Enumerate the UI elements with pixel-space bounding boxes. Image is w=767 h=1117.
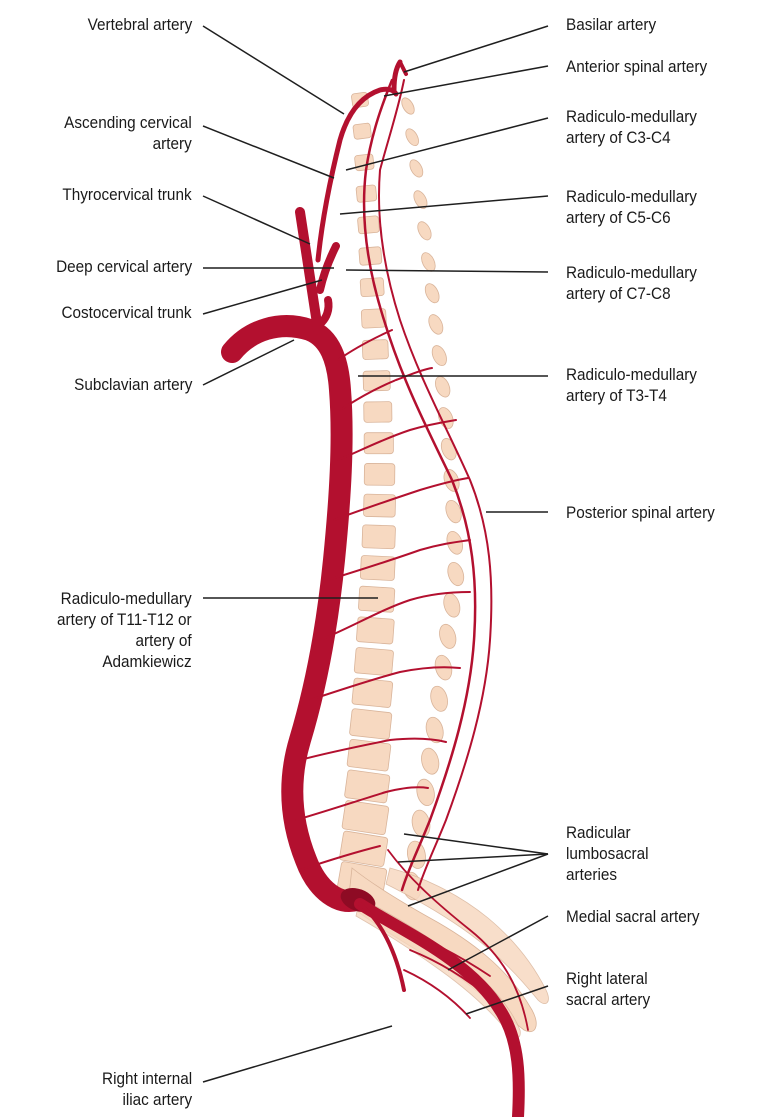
spinous-processes	[399, 96, 466, 902]
basilar-artery-shape	[394, 62, 406, 90]
vertebral-body	[354, 647, 394, 676]
label-radiculo-medullary-c5-c6: Radiculo-medullary artery of C5-C6	[566, 186, 697, 228]
spinous-process	[441, 591, 463, 619]
spinal-cord-arteries	[364, 80, 528, 1030]
spinous-process	[428, 684, 450, 713]
vertebral-body	[364, 433, 393, 454]
spinous-process	[433, 374, 453, 399]
spinous-process	[437, 622, 459, 650]
label-subclavian-artery: Subclavian artery	[74, 374, 192, 395]
label-right-lateral-sacral-artery: Right lateral sacral artery	[566, 968, 650, 1010]
label-ascending-cervical-artery: Ascending cervical artery	[64, 112, 192, 154]
spinous-process	[422, 281, 441, 305]
label-deep-cervical-artery: Deep cervical artery	[56, 256, 192, 277]
label-anterior-spinal-artery: Anterior spinal artery	[566, 56, 707, 77]
vertebral-body	[357, 216, 379, 234]
label-radiculo-medullary-t11-t12: Radiculo-medullary artery of T11-T12 or …	[57, 588, 192, 672]
label-vertebral-artery: Vertebral artery	[87, 14, 192, 35]
label-thyrocervical-trunk: Thyrocervical trunk	[63, 184, 192, 205]
spinous-process	[415, 220, 434, 243]
vertebral-body	[354, 154, 374, 171]
label-basilar-artery: Basilar artery	[566, 14, 656, 35]
label-radicular-lumbosacral-arteries: Radicular lumbosacral arteries	[566, 822, 648, 885]
spinous-process	[419, 746, 441, 776]
label-medial-sacral-artery: Medial sacral artery	[566, 906, 699, 927]
vertebral-body	[353, 123, 372, 140]
label-radiculo-medullary-c3-c4: Radiculo-medullary artery of C3-C4	[566, 106, 697, 148]
vertebral-artery-shape	[318, 89, 396, 260]
spinous-process	[426, 312, 446, 336]
label-costocervical-trunk: Costocervical trunk	[62, 302, 192, 323]
label-radiculo-medullary-c7-c8: Radiculo-medullary artery of C7-C8	[566, 262, 697, 304]
spinous-process	[399, 96, 417, 117]
vertebral-body	[363, 494, 395, 517]
spinous-process	[407, 158, 425, 180]
label-radiculo-medullary-t3-t4: Radiculo-medullary artery of T3-T4	[566, 364, 697, 406]
vertebral-body	[364, 402, 392, 423]
spinous-process	[414, 777, 436, 807]
spinous-process	[403, 127, 421, 148]
vertebral-body	[349, 708, 392, 739]
spinous-process	[445, 560, 466, 587]
label-right-internal-iliac-artery: Right internal iliac artery	[102, 1068, 192, 1110]
vertebral-body	[364, 463, 395, 485]
vertebral-body	[352, 678, 393, 708]
spinous-process	[429, 343, 449, 367]
vertebral-body	[342, 800, 389, 835]
vertebral-body	[362, 525, 396, 549]
vertebral-body	[339, 831, 388, 867]
vertebral-body	[356, 185, 377, 203]
label-posterior-spinal-artery: Posterior spinal artery	[566, 502, 715, 523]
